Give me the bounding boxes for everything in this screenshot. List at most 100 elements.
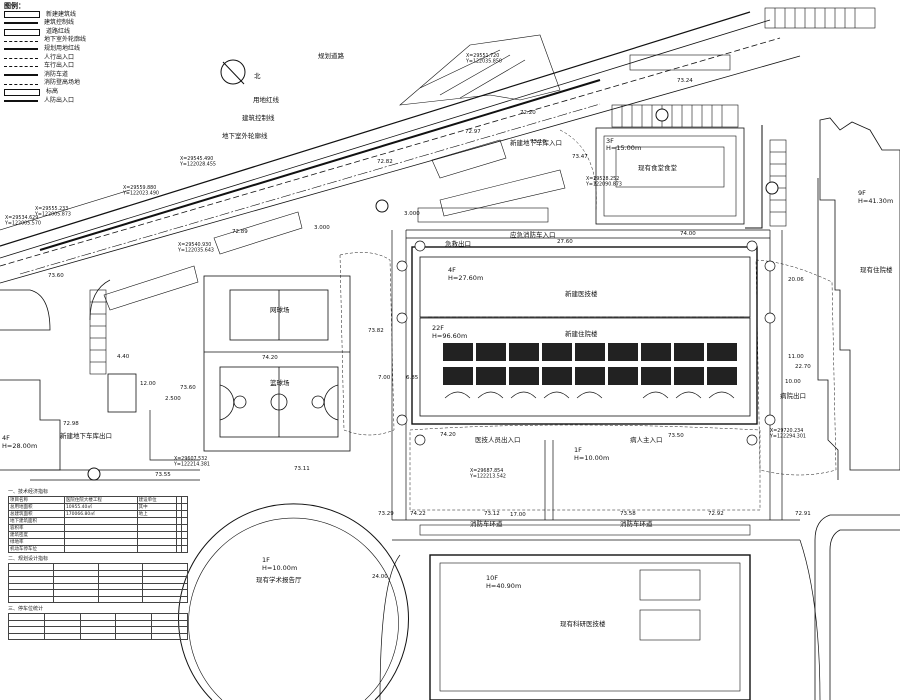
label-entrance-exit: 病院出口: [780, 391, 806, 400]
dim: 73.55: [155, 472, 171, 478]
label-3f-h: H=15.00m: [606, 144, 641, 152]
table-row: 机动车停车位: [8, 545, 188, 553]
new-research-building: [429, 554, 751, 700]
dim: 73.29: [378, 511, 394, 517]
cell: 容积率: [8, 524, 65, 532]
legend-label: 人行出入口: [44, 53, 75, 61]
cell: [136, 531, 177, 539]
legend-title: 图例：: [4, 2, 25, 10]
cell: [136, 538, 177, 546]
dim: 22.70: [795, 364, 811, 370]
table-2: [8, 563, 188, 603]
legend-label: 消防车道: [44, 70, 69, 78]
plan-labels: 规划道路 用地红线 建筑控制线 地下室外轮廓线 北 网球场 篮球场 新建医技楼 …: [2, 51, 893, 628]
dim: 73.24: [677, 78, 693, 84]
label-ground-car: 新建地下车库出口: [60, 431, 112, 440]
dim: 72.82: [377, 159, 393, 165]
dim: 17.00: [510, 512, 526, 518]
dim: 3.000: [314, 225, 330, 231]
cell: [142, 563, 188, 571]
green-areas: [339, 129, 837, 511]
legend-label: 车行出入口: [44, 62, 75, 70]
table-row: 容积率: [8, 524, 188, 532]
cell: [181, 524, 188, 532]
cell: [142, 589, 188, 597]
table-row: [8, 595, 188, 603]
cell: 地下建筑面积: [8, 517, 65, 525]
cell: [181, 510, 188, 518]
label-4f: 4F: [448, 266, 456, 274]
dim: 74.20: [262, 355, 278, 361]
grid-markers: [396, 240, 776, 446]
table-row: [8, 613, 188, 621]
dim: 73.12: [484, 511, 500, 517]
label-new-medical: 新建医技楼: [565, 289, 598, 298]
table-row: [8, 632, 188, 640]
legend-label: 规划用地红线: [44, 44, 81, 52]
label-entrance-fire: 应急消防车入口: [510, 230, 556, 239]
dim: 10.00: [785, 379, 801, 385]
cell: [181, 545, 188, 553]
dim: 72.20: [520, 110, 536, 116]
cell: [8, 632, 45, 640]
label-4f-west-h: H=28.00m: [2, 442, 37, 450]
sports-courts: [203, 275, 351, 452]
dim: 4.40: [117, 354, 130, 360]
diagonal-road: [0, 11, 801, 284]
dim: 20.06: [788, 277, 804, 283]
legend-label: 人防出入口: [44, 96, 75, 104]
cell: [8, 595, 54, 603]
label-new-gym-car: 新建地下车库入口: [510, 138, 562, 147]
legend-symbol: [4, 98, 38, 104]
legend-label: 新建建筑线: [46, 10, 77, 18]
cell: [151, 626, 188, 634]
cell: [97, 595, 144, 603]
label-1f-2-h: H=10.00m: [574, 454, 609, 462]
cell: [115, 632, 153, 640]
cell: [181, 503, 188, 511]
legend: 图例： 新建建筑线 建筑控制线 道路红线 地下室外轮廓线 规划用地红线 人行出入…: [4, 2, 169, 105]
dim: 73.47: [572, 154, 588, 160]
label-1f-h: H=10.00m: [262, 564, 297, 572]
dim: 7.00: [378, 375, 391, 381]
dim: 73.60: [180, 385, 196, 391]
label-4f-h: H=27.60m: [448, 274, 483, 282]
label-entrance-staff: 医技人员出入口: [475, 435, 521, 444]
label-entrance-inpatient: 病人主入口: [630, 435, 663, 444]
cell: [63, 538, 138, 546]
cell: 170066.80㎡: [63, 510, 138, 518]
table-row: [8, 563, 188, 571]
dim: 73.10: [530, 139, 546, 145]
existing-building-northeast: [817, 117, 900, 480]
label-outpatient: 现有学术报告厅: [256, 575, 302, 584]
cell: [181, 538, 188, 546]
cell: [63, 524, 138, 532]
cell: 建筑密度: [8, 531, 65, 539]
label-10f-h: H=40.90m: [486, 582, 521, 590]
dim: 11.00: [788, 354, 804, 360]
dim: 73.58: [620, 511, 636, 517]
table-row: 项目名称医院住院大楼工程建设单位: [8, 496, 188, 504]
inpatient-louver-arcs: [444, 391, 735, 399]
table-row: [8, 589, 188, 597]
cell: [43, 632, 81, 640]
label-basketball: 篮球场: [270, 378, 290, 387]
existing-buildings-west: [0, 289, 137, 471]
cell: [63, 545, 138, 553]
cell: 总建筑面积: [8, 510, 65, 518]
legend-symbol: [4, 38, 38, 44]
dim: 27.60: [557, 239, 573, 245]
cell: [79, 632, 117, 640]
dim: 74.20: [440, 432, 456, 438]
label-basement-line: 地下室外轮廓线: [222, 131, 268, 140]
